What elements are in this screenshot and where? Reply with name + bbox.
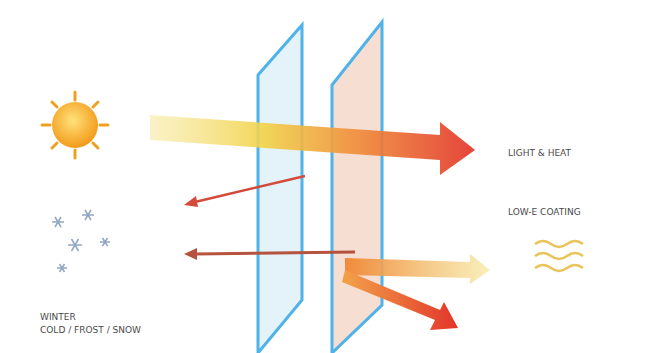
heat-waves	[535, 241, 583, 271]
text-label: LOW-E COATING	[508, 207, 581, 218]
solar-arrow	[150, 115, 475, 175]
glass-pane-inner	[332, 22, 382, 353]
heat-loss-arrow	[342, 270, 458, 330]
text-label: COLD / FROST / SNOW	[40, 325, 141, 336]
text-label: WINTER	[40, 312, 76, 323]
glass-pane-outer	[258, 25, 302, 353]
text-label: LIGHT & HEAT	[508, 148, 571, 159]
sun-icon	[42, 92, 108, 158]
reflected-arrow	[184, 176, 305, 207]
heat-return-arrow	[184, 248, 355, 260]
snowflake-icons	[52, 210, 110, 272]
